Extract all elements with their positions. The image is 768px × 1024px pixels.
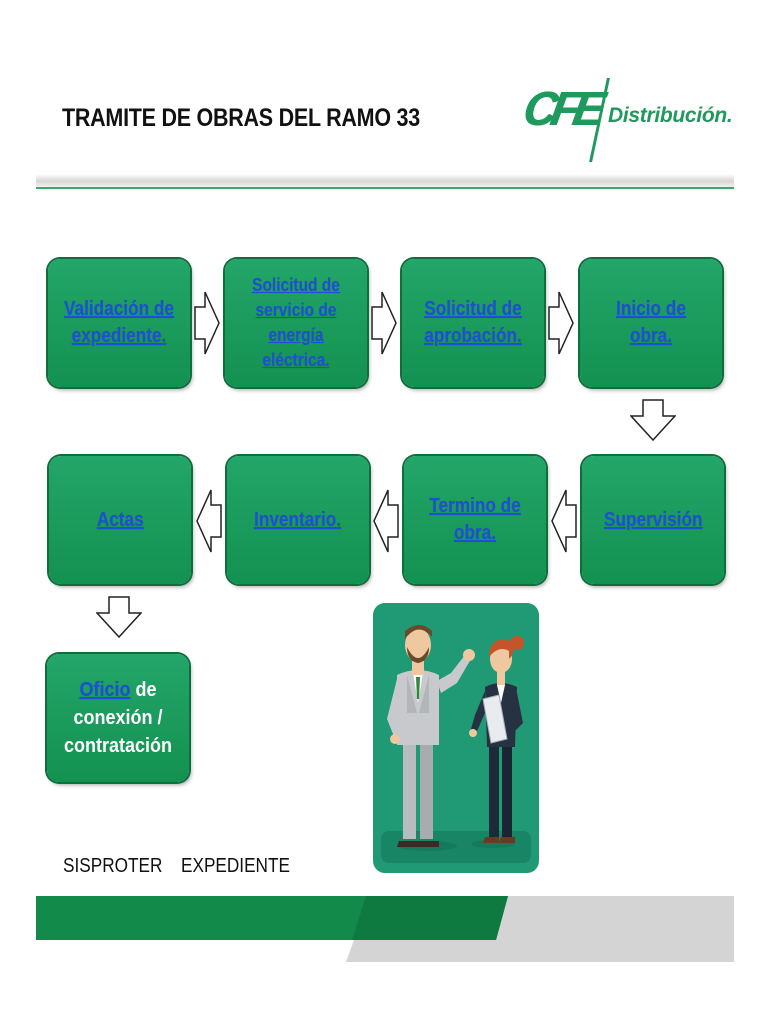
- step-inicio-obra-link[interactable]: Inicio de obra.: [595, 296, 707, 350]
- step-inicio-obra[interactable]: Inicio de obra.: [580, 259, 722, 387]
- step-solicitud-aprobacion[interactable]: Solicitud de aprobación.: [402, 259, 544, 387]
- footer-decoration: [0, 890, 768, 970]
- cfe-logo: CFE Distribución.: [520, 76, 720, 166]
- header-divider: [36, 174, 734, 192]
- sisproter-label: SISPROTER: [63, 855, 162, 878]
- page-title: TRAMITE DE OBRAS DEL RAMO 33: [62, 104, 420, 133]
- arrow-left-icon: [373, 488, 399, 554]
- step-actas-link[interactable]: Actas: [97, 507, 144, 534]
- arrow-down-icon: [96, 596, 142, 638]
- business-people-illustration: [373, 603, 539, 873]
- cfe-logo-text: Distribución.: [608, 104, 732, 128]
- step-supervision-link[interactable]: Supervisión: [604, 507, 702, 534]
- step-solicitud-servicio[interactable]: Solicitud de servicio de energía eléctri…: [225, 259, 367, 387]
- step-oficio[interactable]: Oficio de conexión / contratación: [47, 654, 189, 782]
- arrow-right-icon: [548, 290, 574, 356]
- step-inventario[interactable]: Inventario.: [227, 456, 369, 584]
- arrow-left-icon: [551, 488, 577, 554]
- step-termino-obra[interactable]: Termino de obra.: [404, 456, 546, 584]
- step-validacion-link[interactable]: Validación de expediente.: [63, 296, 175, 350]
- step-validacion[interactable]: Validación de expediente.: [48, 259, 190, 387]
- step-termino-obra-link[interactable]: Termino de obra.: [419, 493, 531, 547]
- arrow-right-icon: [371, 290, 397, 356]
- arrow-down-icon: [630, 399, 676, 441]
- oficio-link[interactable]: Oficio: [79, 677, 130, 704]
- step-actas[interactable]: Actas: [49, 456, 191, 584]
- step-solicitud-aprobacion-link[interactable]: Solicitud de aprobación.: [417, 296, 529, 350]
- cfe-logo-mark: CFE: [519, 82, 603, 137]
- step-supervision[interactable]: Supervisión: [582, 456, 724, 584]
- step-inventario-link[interactable]: Inventario.: [255, 507, 342, 534]
- header-divider-green: [36, 187, 734, 189]
- step-oficio-text: Oficio de conexión / contratación: [60, 676, 177, 760]
- arrow-right-icon: [194, 290, 220, 356]
- expediente-label: EXPEDIENTE: [181, 855, 290, 878]
- arrow-left-icon: [196, 488, 222, 554]
- step-solicitud-servicio-link[interactable]: Solicitud de servicio de energía eléctri…: [240, 273, 352, 374]
